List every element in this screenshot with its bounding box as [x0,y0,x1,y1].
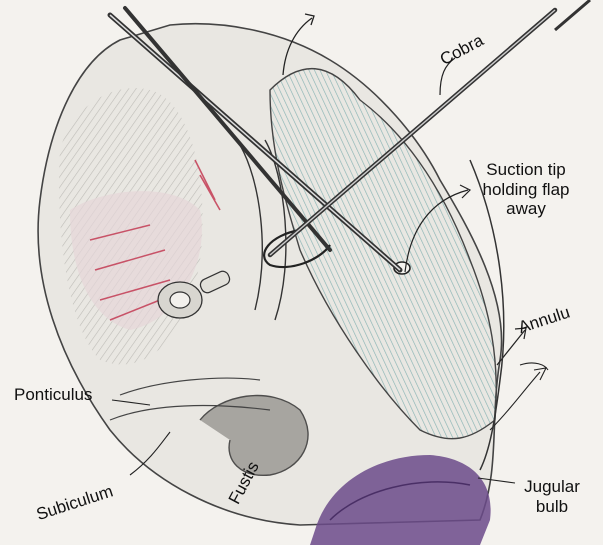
jugular-line-1: Jugular [512,477,592,497]
suction-tip-line-1: Suction tip [471,160,581,180]
jugular-bulb-label: Jugular bulb [512,477,592,516]
suction-tip-label: Suction tip holding flap away [471,160,581,219]
jugular-line-2: bulb [512,497,592,517]
ponticulus-label: Ponticulus [14,385,92,405]
suction-tip-line-3: away [471,199,581,219]
suction-tip-line-2: holding flap [471,180,581,200]
